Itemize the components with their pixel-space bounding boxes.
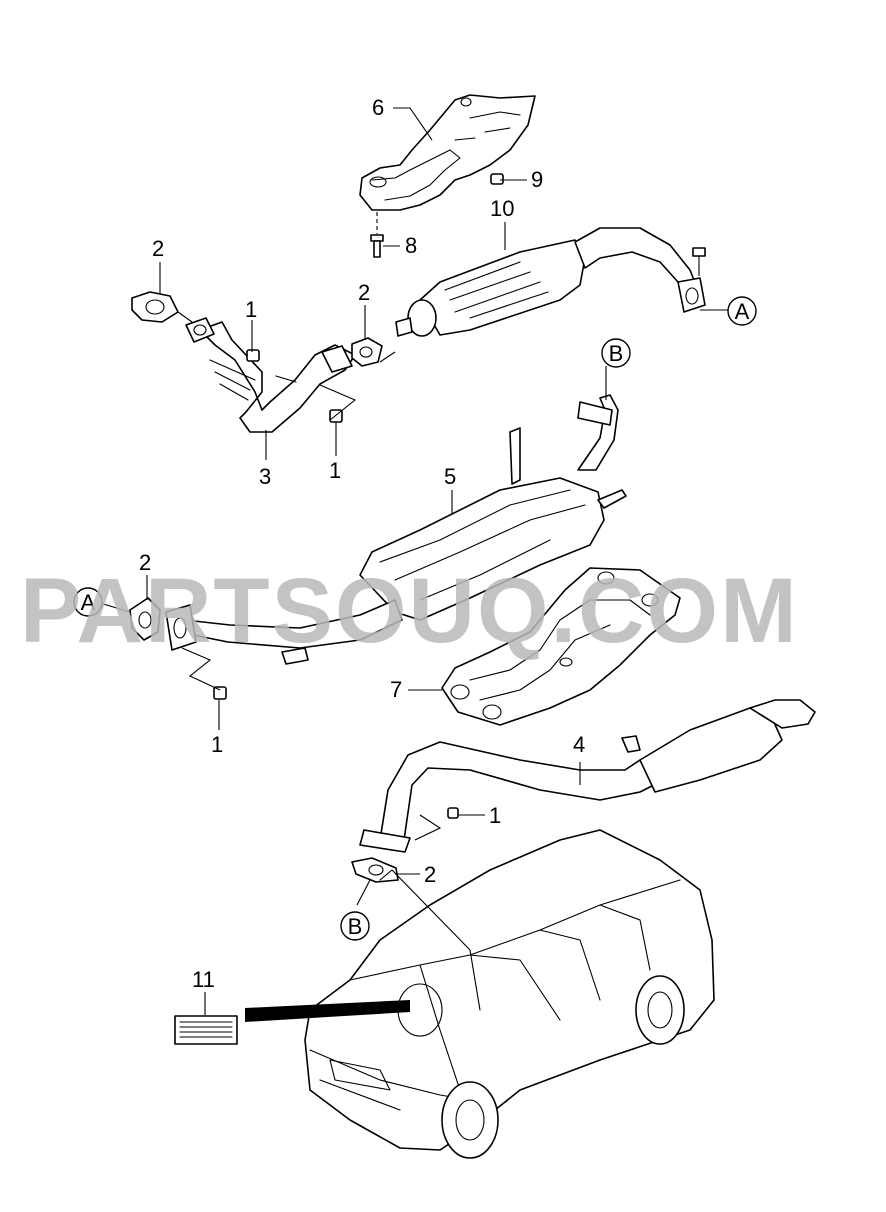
callout-1-mid: 1 <box>211 732 223 757</box>
part-4-main-muffler <box>359 699 816 853</box>
callout-6: 6 <box>372 95 384 120</box>
connector-lines <box>177 311 442 841</box>
part-2-gasket-upper-mid <box>351 337 383 367</box>
callout-8: 8 <box>405 233 417 258</box>
part-8-bolt <box>370 212 384 258</box>
ref-a-left: A <box>81 590 96 615</box>
callout-3: 3 <box>259 464 271 489</box>
part-3-front-pipe <box>185 317 356 433</box>
vehicle-suv-outline <box>304 829 715 1159</box>
part-5-center-muffler <box>359 394 627 621</box>
part-6-heat-protector-upper <box>359 94 536 211</box>
part-10-catalytic-converter <box>395 227 706 337</box>
part-1-nut-upper-a <box>246 349 260 362</box>
part-5-inlet-pipe <box>165 599 403 665</box>
callout-7: 7 <box>390 677 402 702</box>
callout-2-upper-left: 2 <box>152 236 164 261</box>
callout-1-lower: 1 <box>489 803 501 828</box>
callout-1-upper-b: 1 <box>329 458 341 483</box>
watermark: PARTSOUQ.COM <box>20 560 799 662</box>
callout-10: 10 <box>490 196 514 221</box>
part-2-gasket-mid-left <box>129 597 161 641</box>
callout-9: 9 <box>531 167 543 192</box>
pointer-arrow <box>245 1000 410 1022</box>
reference-markers: A B A B <box>73 296 757 941</box>
callout-11: 11 <box>192 967 215 992</box>
part-2-gasket-upper-left <box>131 291 179 323</box>
callout-labels: 6 9 10 8 2 1 2 3 1 5 2 7 1 4 1 2 11 <box>139 95 585 992</box>
part-7-heat-protector-lower <box>441 567 681 726</box>
callout-1-upper-a: 1 <box>245 297 257 322</box>
ref-b-bottom: B <box>348 914 363 939</box>
callout-5: 5 <box>444 464 456 489</box>
part-11-label-plate <box>174 1000 410 1045</box>
ref-a-right: A <box>735 299 750 324</box>
part-2-gasket-lower <box>351 857 399 883</box>
part-1-nut-mid <box>213 686 227 700</box>
callout-2-mid-left: 2 <box>139 550 151 575</box>
part-9-nut <box>490 173 504 185</box>
callout-4: 4 <box>573 732 585 757</box>
ref-b-top: B <box>609 341 624 366</box>
callout-2-upper-mid: 2 <box>358 280 370 305</box>
callout-2-lower: 2 <box>424 862 436 887</box>
leader-lines <box>99 107 730 1015</box>
